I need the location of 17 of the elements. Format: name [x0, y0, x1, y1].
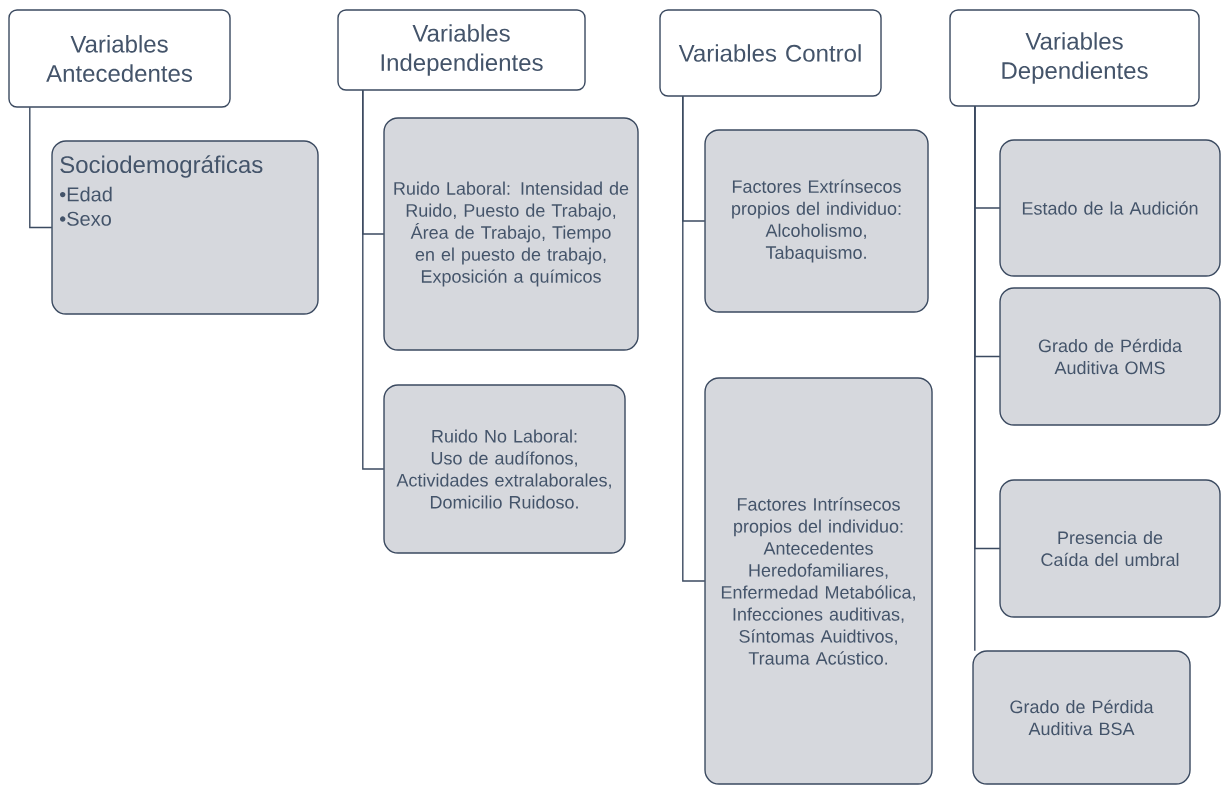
variable-box: Sociodemográficas •Edad •Sexo: [51, 140, 319, 315]
variable-box: Factores Intrínsecos propios del individuo: Antecedentes Heredofamiliares, Enfermedad Metabólica, Infecciones auditivas, Síntomas Auidtivos, Trauma Acústico.: [704, 377, 933, 785]
connector-line: [362, 89, 385, 470]
variable-box: Presencia de Caída del umbral: [999, 479, 1221, 618]
connector-line: [682, 95, 706, 582]
variable-box: Factores Extrínsecos propios del individuo: Alcoholismo, Tabaquismo.: [704, 129, 929, 313]
variable-box: Grado de Pérdida Auditiva OMS: [999, 287, 1221, 426]
variable-box: Grado de Pérdida Auditiva BSA: [972, 650, 1191, 785]
category-box: Variables Antecedentes: [8, 9, 231, 108]
variable-box: Estado de la Audición: [999, 139, 1221, 277]
connector-line: [29, 106, 53, 229]
category-box: Variables Independientes: [337, 9, 586, 91]
variable-box: Ruido Laboral: Intensidad de Ruido, Puesto de Trabajo, Área de Trabajo, Tiempo en el puesto de trabajo, Exposición a químicos: [383, 117, 639, 351]
category-box: Variables Dependientes: [949, 9, 1200, 107]
variable-box: Ruido No Laboral: Uso de audífonos, Actividades extralaborales, Domicilio Ruidoso.: [383, 384, 626, 554]
connector-line: [974, 105, 976, 652]
category-box: Variables Control: [659, 9, 882, 97]
